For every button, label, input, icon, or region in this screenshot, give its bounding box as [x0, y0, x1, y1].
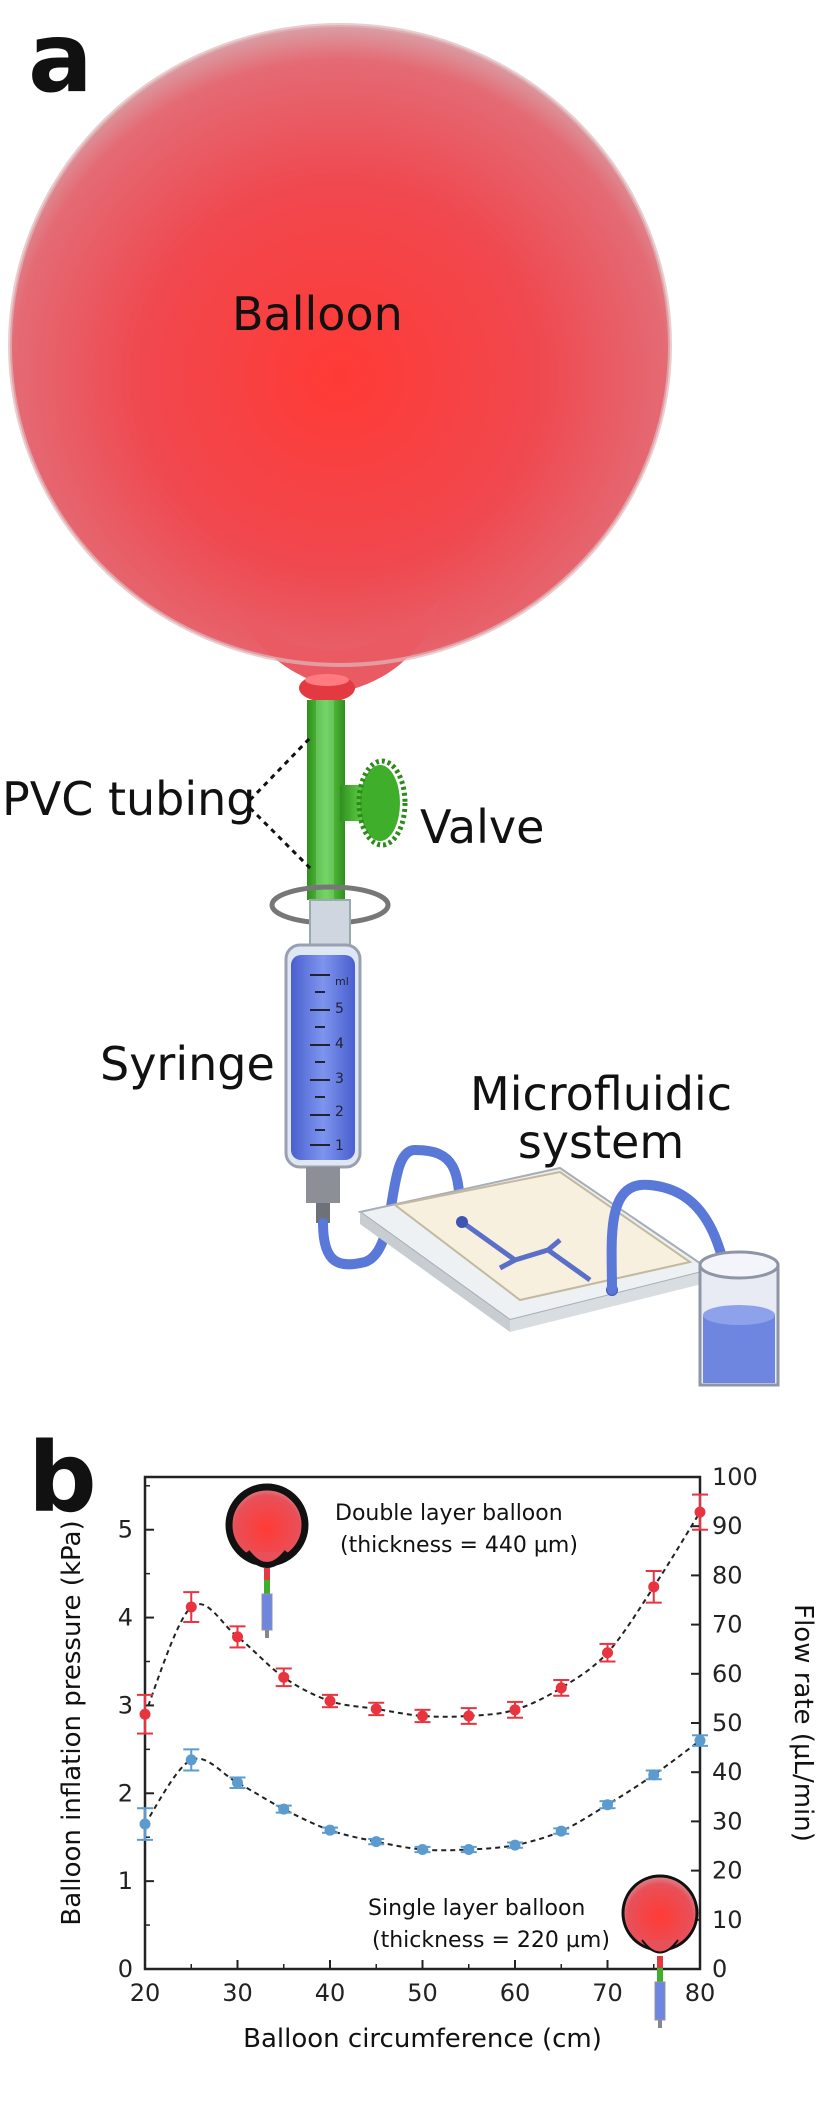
data-point-double-layer	[324, 1695, 336, 1707]
y2-tick-label: 0	[712, 1955, 727, 1983]
data-point-single-layer	[417, 1844, 428, 1856]
syringe-mark-2: 2	[335, 1104, 344, 1120]
y2-tick-label: 50	[712, 1709, 743, 1737]
annotation-double-line2: (thickness = 440 µm)	[340, 1533, 578, 1558]
y-tick-label: 3	[118, 1691, 133, 1719]
label-balloon: Balloon	[232, 287, 403, 341]
label-microfluidic-line2: system	[517, 1115, 685, 1170]
syringe-mark-4: 4	[335, 1036, 344, 1052]
pvc-pointer-top	[248, 736, 312, 802]
data-point-double-layer	[139, 1708, 151, 1720]
pvc-pointer-bottom	[248, 806, 314, 872]
data-point-single-layer	[602, 1799, 613, 1811]
x-tick-label: 80	[685, 1979, 716, 2007]
data-point-single-layer	[694, 1735, 706, 1747]
data-point-double-layer	[694, 1506, 706, 1518]
trendline-single-layer	[144, 1739, 701, 1852]
y2-tick-label: 20	[712, 1857, 743, 1885]
data-point-double-layer	[185, 1601, 197, 1613]
data-point-single-layer	[324, 1824, 336, 1836]
y-tick-label: 2	[118, 1779, 133, 1807]
label-syringe: Syringe	[100, 1037, 275, 1091]
data-point-single-layer	[648, 1769, 660, 1781]
data-point-single-layer	[185, 1754, 197, 1766]
blue-tubing-inlet	[318, 1144, 465, 1270]
y2-tick-label: 90	[712, 1512, 743, 1540]
data-point-double-layer	[648, 1581, 660, 1593]
label-pvc-tubing: PVC tubing	[2, 772, 256, 826]
double-layer-balloon-icon	[225, 1483, 309, 1638]
data-point-single-layer	[463, 1844, 475, 1856]
panel-letter-b: b	[28, 1422, 97, 1534]
data-point-double-layer	[232, 1631, 243, 1643]
single-layer-balloon-icon	[621, 1874, 699, 2028]
balloon	[8, 23, 672, 702]
y2-tick-label: 70	[712, 1611, 743, 1639]
x-tick-label: 40	[315, 1979, 346, 2007]
data-point-single-layer	[509, 1839, 521, 1851]
y2-tick-label: 30	[712, 1807, 743, 1835]
x-axis-title: Balloon circumference (cm)	[243, 2024, 602, 2054]
trendline-double-layer	[144, 1511, 701, 1718]
data-point-double-layer	[370, 1703, 382, 1715]
pvc-tubing	[307, 700, 345, 900]
y2-tick-label: 60	[712, 1660, 743, 1688]
data-point-double-layer	[555, 1682, 567, 1694]
annotation-single-line2: (thickness = 220 µm)	[372, 1928, 610, 1953]
y-tick-label: 1	[118, 1867, 133, 1895]
label-microfluidic-line1: Microfluidic	[470, 1067, 732, 1121]
syringe: 1 2 3 4 5 ml	[269, 884, 391, 1223]
y-tick-label: 5	[118, 1516, 133, 1544]
x-tick-label: 30	[222, 1979, 253, 2007]
data-point-double-layer	[278, 1671, 290, 1683]
label-valve: Valve	[420, 800, 545, 854]
data-point-single-layer	[139, 1818, 151, 1830]
x-tick-label: 70	[592, 1979, 623, 2007]
annotation-single-line1: Single layer balloon	[368, 1896, 585, 1921]
y-axis-title: Balloon inflation pressure (kPa)	[57, 1520, 87, 1925]
annotation-double-line1: Double layer balloon	[335, 1501, 563, 1526]
syringe-unit: ml	[335, 975, 349, 988]
syringe-mark-1: 1	[335, 1138, 344, 1154]
syringe-mark-3: 3	[335, 1071, 344, 1087]
data-point-double-layer	[463, 1710, 475, 1722]
setup-illustration: 1 2 3 4 5 ml	[8, 23, 780, 1387]
microfluidic-chip	[357, 1166, 713, 1332]
panel-letter-a: a	[28, 2, 93, 114]
label-microfluidic: Microfluidic system	[470, 1070, 732, 1167]
y-tick-label: 4	[118, 1604, 133, 1632]
y2-tick-label: 80	[712, 1561, 743, 1589]
data-point-single-layer	[232, 1777, 243, 1789]
data-point-single-layer	[278, 1803, 290, 1815]
data-point-single-layer	[555, 1825, 567, 1837]
syringe-mark-5: 5	[335, 1001, 344, 1017]
y2-tick-label: 10	[712, 1906, 743, 1934]
data-point-single-layer	[370, 1836, 382, 1848]
y-tick-label: 0	[118, 1955, 133, 1983]
y2-tick-label: 100	[712, 1463, 758, 1491]
x-tick-label: 60	[500, 1979, 531, 2007]
x-tick-label: 20	[130, 1979, 161, 2007]
valve	[340, 758, 408, 848]
data-point-double-layer	[602, 1647, 613, 1659]
y2-axis-title: Flow rate (µL/min)	[788, 1604, 818, 1842]
y2-tick-label: 40	[712, 1758, 743, 1786]
chart-trendlines	[144, 1511, 701, 1852]
chart-marks	[137, 1493, 708, 1856]
x-tick-label: 50	[407, 1979, 438, 2007]
data-point-double-layer	[509, 1704, 521, 1716]
data-point-double-layer	[417, 1710, 428, 1722]
collection-beaker	[698, 1250, 780, 1387]
